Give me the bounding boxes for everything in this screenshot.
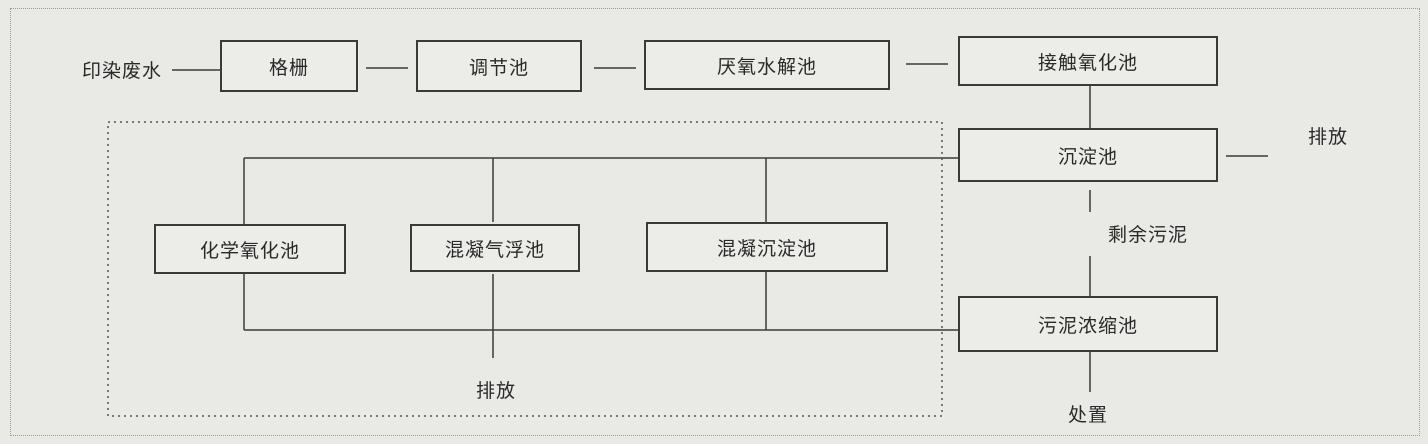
discharge-right-label: 排放 [1308,126,1349,148]
anaerobic-hydrolysis-box: 厌氧水解池 [644,40,890,90]
discharge-bottom-label: 排放 [476,380,517,402]
coagulation-sedimentation-box: 混凝沉淀池 [646,222,888,272]
sludge-thickening-box: 污泥浓缩池 [958,296,1218,352]
grille-box: 格栅 [220,40,358,92]
chemical-oxidation-box: 化学氧化池 [154,224,346,274]
coagulation-flotation-box: 混凝气浮池 [410,224,580,272]
disposal-label: 处置 [1068,404,1109,426]
surplus-sludge-label: 剩余污泥 [1108,224,1189,246]
adjust-tank-box: 调节池 [416,40,582,92]
contact-oxidation-box: 接触氧化池 [958,36,1218,86]
outer-frame [10,8,1420,436]
source-label: 印染废水 [82,60,163,82]
sedimentation-box: 沉淀池 [958,128,1218,182]
